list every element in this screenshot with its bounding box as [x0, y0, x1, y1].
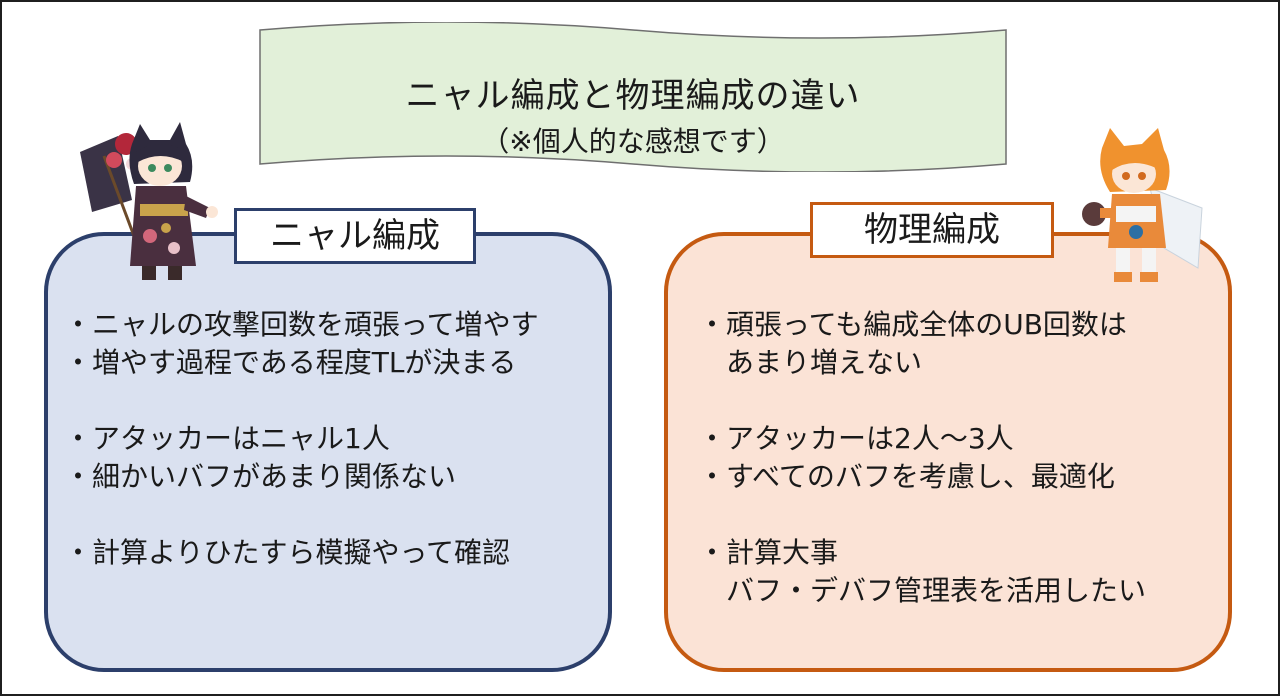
spacer: [64, 496, 604, 534]
nyaru-list: ・ニャルの攻撃回数を頑張って増やす ・増やす過程である程度TLが決まる ・アタッ…: [64, 306, 604, 572]
title-banner: ニャル編成と物理編成の違い （※個人的な感想です）: [258, 22, 1008, 172]
physical-list: ・頑張っても編成全体のUB回数は あまり増えない ・アタッカーは2人～3人 ・す…: [698, 306, 1224, 610]
list-item: ・計算大事 バフ・デバフ管理表を活用したい: [698, 536, 1147, 607]
spacer: [64, 382, 604, 420]
list-item: ・ニャルの攻撃回数を頑張って増やす: [64, 308, 539, 341]
orange-catgirl-illustration: [1082, 128, 1203, 282]
list-item: ・頑張っても編成全体のUB回数は あまり増えない: [698, 308, 1127, 379]
list-item: ・アタッカーはニャル1人: [64, 422, 390, 455]
list-item: ・すべてのバフを考慮し、最適化: [698, 460, 1115, 493]
nyaru-panel: [44, 232, 612, 672]
physical-panel: [664, 232, 1232, 672]
spacer: [698, 496, 1224, 534]
list-item: ・増やす過程である程度TLが決まる: [64, 346, 517, 379]
nyaru-panel-label: ニャル編成: [234, 208, 476, 264]
physical-panel-label: 物理編成: [810, 202, 1054, 258]
banner-shape: [259, 22, 1007, 172]
page-subtitle: （※個人的な感想です）: [481, 125, 785, 158]
kimono-catgirl-illustration: [80, 122, 218, 280]
list-item: ・細かいバフがあまり関係ない: [64, 460, 457, 493]
list-item: ・計算よりひたすら模擬やって確認: [64, 536, 511, 569]
list-item: ・アタッカーは2人～3人: [698, 422, 1014, 455]
spacer: [698, 382, 1224, 420]
page-title: ニャル編成と物理編成の違い: [405, 76, 861, 116]
